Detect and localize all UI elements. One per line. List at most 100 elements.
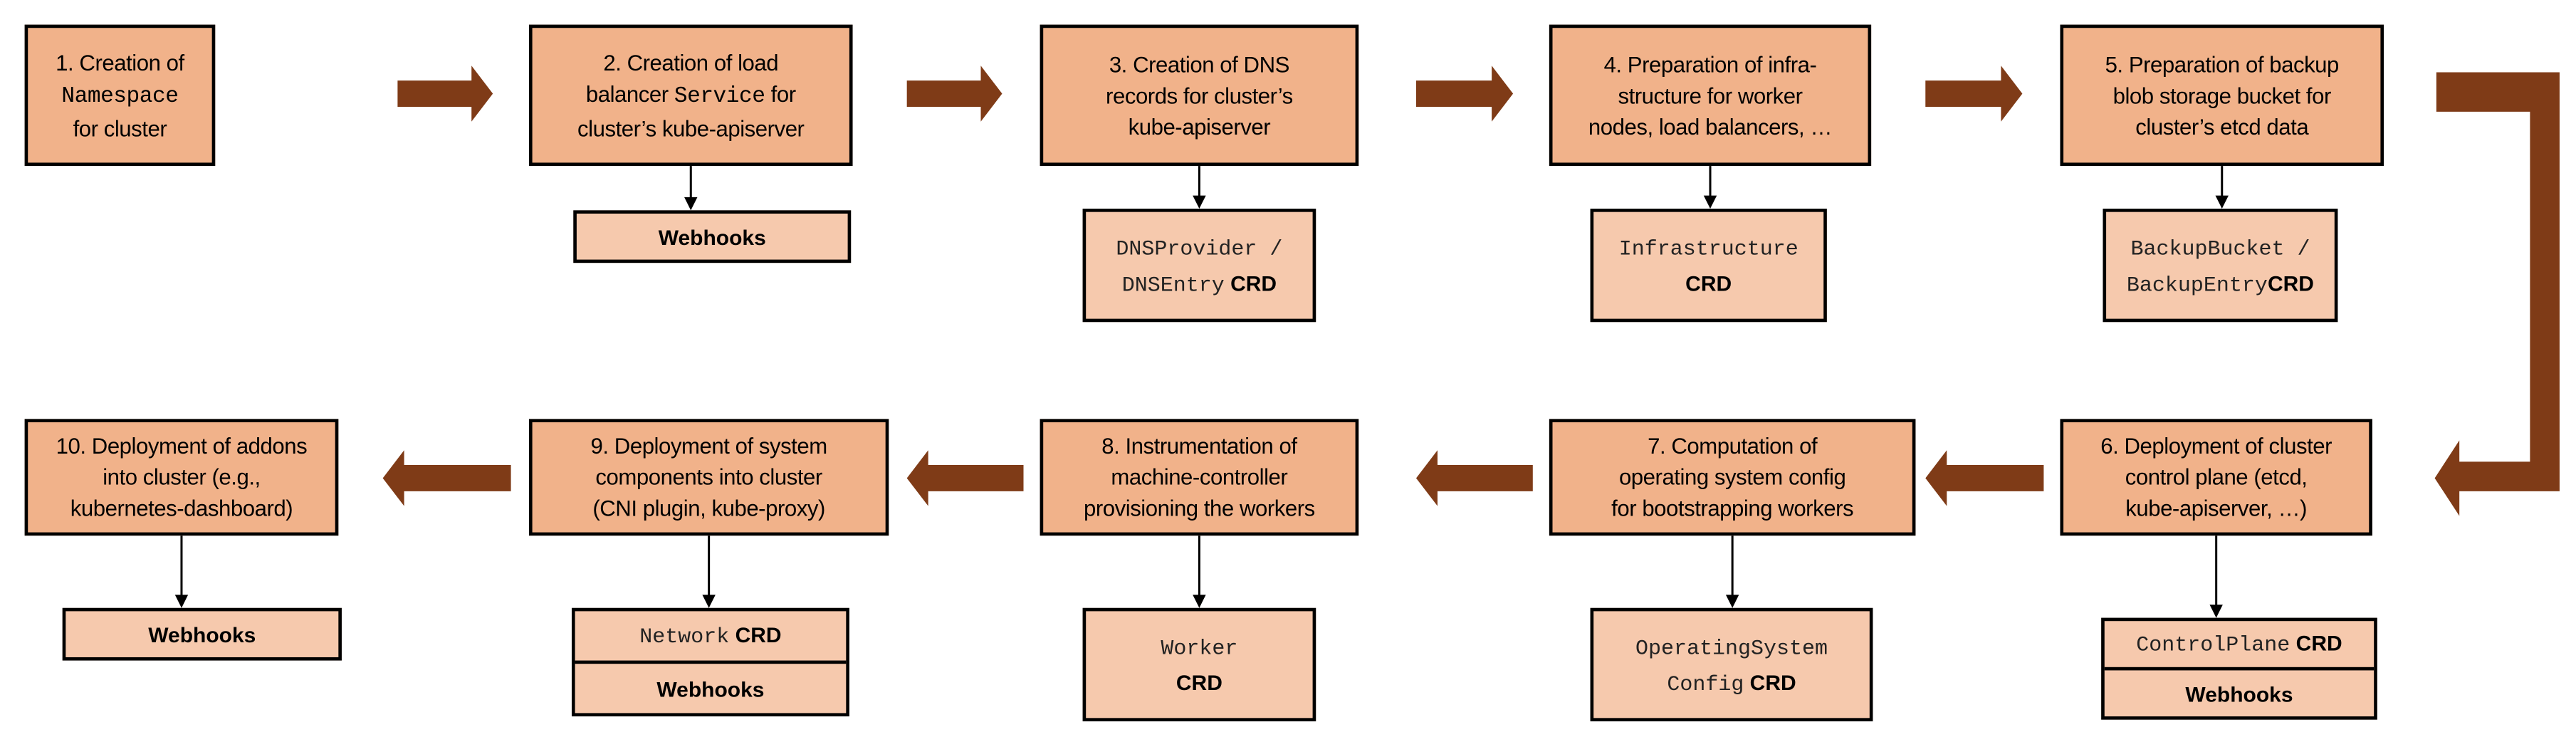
label-text: 10. Deployment of addons [56, 434, 308, 459]
label-text: 4. Preparation of infra- [1603, 51, 1817, 77]
text-line: provisioning the workers [1084, 493, 1315, 524]
text-line: kube-apiserver, …) [2125, 493, 2307, 524]
text-line: for cluster [73, 113, 167, 144]
label-text: 6. Deployment of cluster [2100, 434, 2332, 459]
step-box-4: 4. Preparation of infra-structure for wo… [1549, 24, 1872, 167]
code-identifier: Infrastructure [1618, 236, 1799, 261]
resource-cell: ControlPlane CRD [2105, 621, 2374, 667]
text-line: 3. Creation of DNS [1109, 48, 1290, 80]
step-box-3: 3. Creation of DNS records for cluster’s k… [1040, 24, 1359, 167]
label-text: kubernetes-dashboard) [70, 496, 293, 521]
text-line: nodes, load balancers, … [1588, 111, 1833, 142]
label-text: cluster’s kube-apiserver [577, 115, 805, 141]
connector-arrowhead-icon [702, 595, 716, 608]
text-line: cluster’s etcd data [2135, 111, 2308, 142]
resource-cell: BackupBucket /BackupEntryCRD [2106, 212, 2335, 319]
code-identifier: BackupBucket / [2130, 236, 2310, 261]
step-box-7: 7. Computation of operating system config… [1549, 419, 1916, 536]
label-text: CRD [1685, 271, 1732, 296]
flow-arrow-right-icon [1925, 66, 2023, 122]
label-text: for cluster [73, 115, 167, 141]
text-line: 5. Preparation of backup [2105, 48, 2340, 80]
code-identifier: Config [1667, 671, 1744, 696]
resource-cell: Webhooks [575, 660, 847, 714]
code-identifier: DNSProvider / [1116, 236, 1283, 261]
label-text: cluster’s etcd data [2135, 114, 2309, 139]
text-line: 1. Creation of [56, 47, 184, 78]
connector-arrowhead-icon [1193, 195, 1206, 209]
text-line: machine-controller [1111, 461, 1287, 493]
text-line: Webhooks [148, 617, 256, 651]
resource-box-2: Webhooks [573, 210, 852, 263]
resource-box-10: Webhooks [62, 607, 342, 661]
label-text: structure for worker [1618, 83, 1803, 108]
resource-cell: Webhooks [66, 611, 338, 657]
label-text: components into cluster [595, 464, 822, 490]
label-text: for bootstrapping workers [1611, 496, 1854, 521]
code-identifier: Network [639, 624, 730, 649]
label-text: records for cluster’s [1106, 83, 1293, 108]
text-line: Config CRD [1667, 664, 1796, 701]
text-line: records for cluster’s [1106, 80, 1293, 111]
label-text: 7. Computation of [1648, 434, 1818, 459]
text-line: BackupBucket / [2130, 229, 2310, 266]
label-text: CRD [729, 622, 782, 648]
flow-arrow-left-icon [1925, 450, 2044, 506]
label-text: machine-controller [1111, 464, 1288, 490]
resource-cell: Webhooks [2104, 667, 2375, 716]
code-identifier: Worker [1161, 635, 1238, 661]
label-text: kube-apiserver, …) [2125, 496, 2308, 521]
label-text: (CNI plugin, kube-proxy) [592, 496, 825, 521]
text-line: Worker [1161, 629, 1237, 666]
text-line: 7. Computation of [1648, 431, 1818, 462]
text-line: Webhooks [656, 672, 764, 706]
label-text: CRD [1744, 669, 1796, 694]
label-text: operating system config [1618, 464, 1846, 490]
flow-elbow-arrow-icon [2434, 72, 2560, 516]
flow-arrow-right-icon [906, 66, 1002, 122]
text-line: 8. Instrumentation of [1101, 431, 1297, 462]
text-line: components into cluster [595, 461, 822, 493]
text-line: ControlPlane CRD [2136, 626, 2342, 662]
resource-cell: Webhooks [577, 214, 848, 260]
label-text: Webhooks [656, 676, 765, 701]
text-line: control plane (etcd, [2125, 461, 2308, 493]
text-line: 9. Deployment of system [590, 431, 828, 462]
resource-box-3: DNSProvider / DNSEntry CRD [1082, 209, 1316, 323]
text-line: cluster’s kube-apiserver [577, 113, 805, 144]
text-line: blob storage bucket for [2113, 80, 2332, 111]
label-text: CRD [1176, 670, 1222, 696]
connector-arrowhead-icon [1703, 195, 1717, 209]
code-identifier: DNSEntry [1121, 271, 1225, 297]
label-text: Webhooks [2185, 681, 2293, 706]
label-text: 1. Creation of [56, 50, 184, 75]
text-line: structure for worker [1618, 80, 1803, 111]
connector-arrowhead-icon [2209, 605, 2223, 618]
resource-box-6: ControlPlane CRD Webhooks [2101, 617, 2377, 720]
resource-cell: Network CRD [575, 611, 847, 660]
label-text: kube-apiserver [1128, 114, 1271, 139]
label-text: provisioning the workers [1083, 496, 1315, 521]
label-text: 9. Deployment of system [590, 434, 828, 459]
label-text: for [765, 81, 796, 106]
connector-arrowhead-icon [174, 595, 189, 608]
text-line: 6. Deployment of cluster [2100, 431, 2332, 462]
text-line: 2. Creation of load [603, 47, 778, 78]
text-line: kubernetes-dashboard) [70, 493, 293, 524]
text-line: Network CRD [639, 618, 781, 654]
label-text: CRD [1224, 270, 1277, 296]
text-line: balancer Service for [586, 78, 796, 113]
code-identifier: Service [674, 84, 765, 110]
label-text: CRD [2267, 270, 2314, 296]
text-line: 10. Deployment of addons [56, 431, 308, 462]
connector-arrowhead-icon [1193, 595, 1206, 608]
